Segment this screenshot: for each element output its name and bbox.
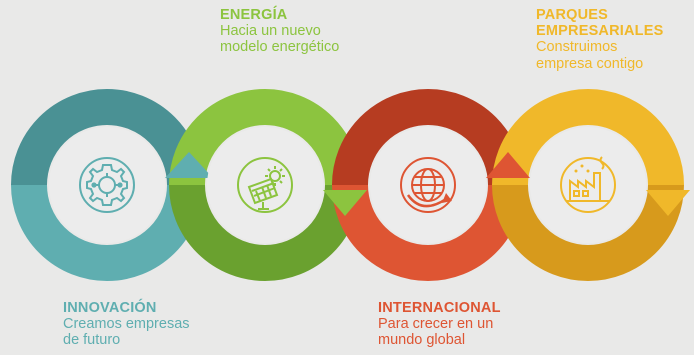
arrow-yellow-head [646,190,690,216]
label-internacional: INTERNACIONAL Para crecer en un mundo gl… [378,300,501,349]
ring-energia [169,89,361,281]
energia-subtitle: Hacia un nuevo modelo energético [220,23,340,56]
globe-arrow-icon [400,157,456,213]
arrow-teal-head [165,152,213,178]
internacional-title: INTERNACIONAL [378,300,501,316]
solar-panel-icon [237,157,293,213]
internacional-subtitle: Para crecer en un mundo global [378,316,494,349]
inner-circle-energia [207,127,323,243]
factory-icon [560,156,616,213]
label-innovacion: INNOVACIÓN Creamos empresas de futuro [63,300,190,349]
innovacion-title: INNOVACIÓN [63,300,157,316]
ring-parques [492,89,684,281]
arrow-green-head [323,190,367,216]
inner-circle-innovacion [49,127,165,243]
arrow-red-head [486,152,530,178]
label-energia: ENERGÍA Hacia un nuevo modelo energético [220,7,339,56]
inner-circle-parques [530,127,646,243]
energia-title: ENERGÍA [220,7,288,23]
ring-innovacion [11,89,203,281]
label-parques: PARQUES EMPRESARIALES Construimos empres… [536,7,663,72]
parques-title: PARQUES EMPRESARIALES [536,7,664,40]
gear-circuit-icon [79,157,135,213]
innovacion-subtitle: Creamos empresas de futuro [63,316,190,349]
ring-internacional [332,89,524,281]
parques-subtitle: Construimos empresa contigo [536,39,644,72]
